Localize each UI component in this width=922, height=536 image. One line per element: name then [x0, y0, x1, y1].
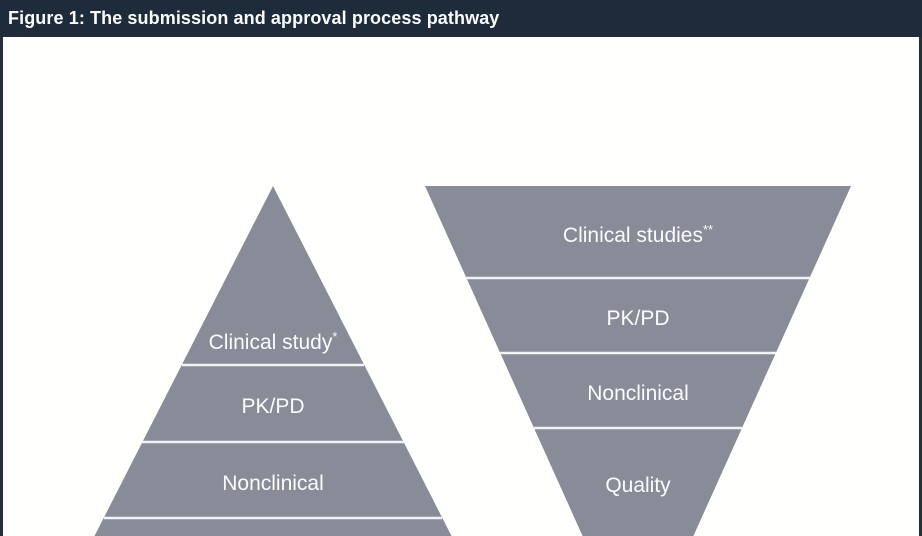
- pyramid-ascending-label-pkpd: PK/PD: [241, 395, 304, 418]
- figure-canvas: Clinical study* PK/PD Nonclinical Clinic…: [0, 37, 922, 536]
- pyramid-ascending-shape: [94, 186, 452, 536]
- canvas-border-right: [919, 37, 922, 536]
- figure-title: Figure 1: The submission and approval pr…: [8, 8, 500, 28]
- pyramid-descending-label-quality: Quality: [605, 474, 671, 497]
- pyramid-descending: Clinical studies** PK/PD Nonclinical Qua…: [425, 186, 851, 536]
- figure-title-bar: Figure 1: The submission and approval pr…: [0, 0, 922, 37]
- pyramid-descending-label-nonclinical: Nonclinical: [587, 382, 689, 405]
- pyramid-descending-shape: [425, 186, 851, 536]
- label-superscript: **: [703, 222, 713, 237]
- pyramid-ascending-label-nonclinical: Nonclinical: [222, 472, 324, 495]
- label-text: Clinical studies: [563, 224, 703, 247]
- pyramid-ascending: Clinical study* PK/PD Nonclinical: [94, 186, 452, 536]
- label-text: Clinical study: [209, 331, 333, 354]
- pyramid-descending-label-clinical-studies: Clinical studies**: [563, 222, 713, 247]
- pyramid-diagram: Clinical study* PK/PD Nonclinical Clinic…: [94, 186, 851, 536]
- pyramid-ascending-label-clinical-study: Clinical study*: [209, 329, 338, 354]
- pyramid-descending-label-pkpd: PK/PD: [606, 307, 669, 330]
- canvas-border-left: [0, 37, 3, 536]
- label-superscript: *: [332, 329, 337, 344]
